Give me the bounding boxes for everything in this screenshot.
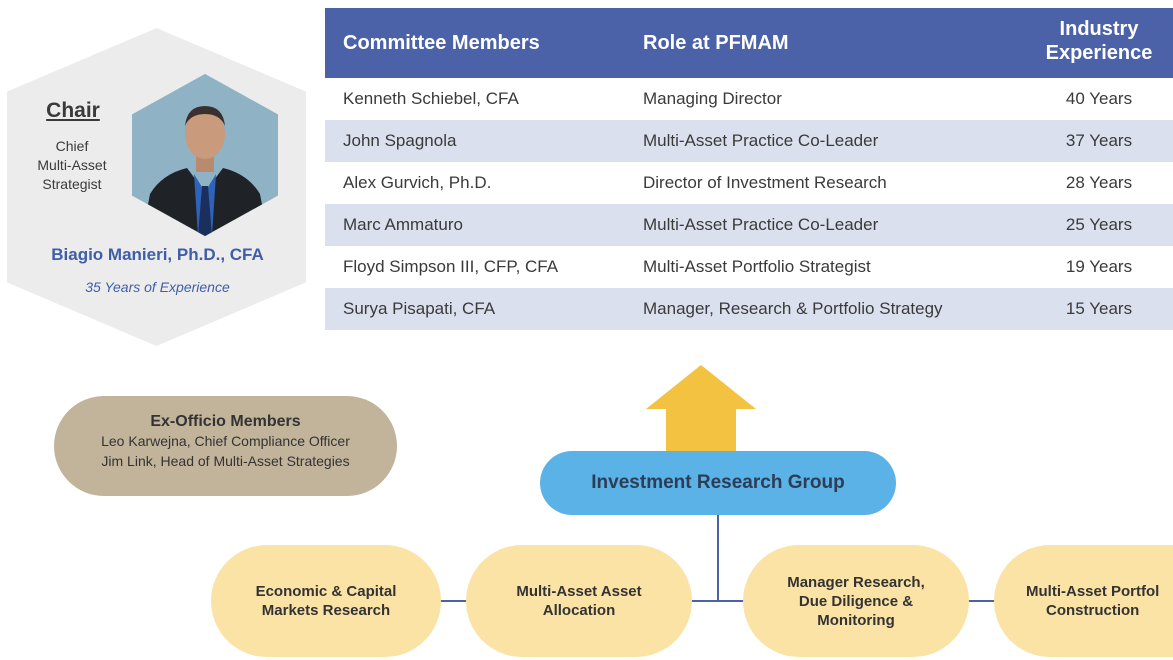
member-role: Managing Director	[643, 89, 782, 108]
member-name: Floyd Simpson III, CFP, CFA	[343, 257, 559, 276]
member-name: Alex Gurvich, Ph.D.	[343, 173, 492, 192]
member-experience: 15 Years	[1065, 299, 1133, 318]
function-manager-research: Manager Research, Due Diligence & Monito…	[743, 545, 969, 657]
header-role: Role at PFMAM	[643, 32, 789, 54]
member-experience: 19 Years	[1065, 257, 1133, 276]
table-row: John Spagnola Multi-Asset Practice Co-Le…	[325, 120, 1173, 162]
member-experience: 25 Years	[1065, 215, 1133, 234]
function-label-line: Due Diligence &	[798, 592, 914, 610]
ex-officio-member: Leo Karwejna, Chief Compliance Officer	[101, 433, 350, 449]
chair-role-line: Strategist	[42, 176, 102, 192]
up-arrow-icon	[646, 365, 756, 453]
table-row: Surya Pisapati, CFA Manager, Research & …	[325, 288, 1173, 330]
member-name: John Spagnola	[343, 131, 457, 150]
ex-officio-box: Ex-Officio Members Leo Karwejna, Chief C…	[54, 396, 397, 496]
connector-horizontal	[660, 600, 760, 602]
member-role: Multi-Asset Practice Co-Leader	[643, 131, 879, 150]
member-experience: 37 Years	[1065, 131, 1133, 150]
member-experience: 40 Years	[1065, 89, 1133, 108]
connector-vertical	[717, 515, 719, 602]
member-role: Director of Investment Research	[643, 173, 887, 192]
chair-role-line: Multi-Asset	[37, 157, 107, 173]
chair-experience: 35 Years of Experience	[85, 279, 230, 295]
table-header: Committee Members Role at PFMAM Industry…	[325, 8, 1173, 78]
table-row: Alex Gurvich, Ph.D. Director of Investme…	[325, 162, 1173, 204]
table-row: Marc Ammaturo Multi-Asset Practice Co-Le…	[325, 204, 1173, 246]
function-asset-allocation: Multi-Asset Asset Allocation	[466, 545, 692, 657]
member-name: Kenneth Schiebel, CFA	[343, 89, 519, 108]
chair-heading: Chair	[46, 99, 100, 122]
header-experience-line: Experience	[1045, 42, 1153, 64]
function-label-line: Construction	[1046, 602, 1140, 619]
ex-officio-title: Ex-Officio Members	[150, 413, 301, 430]
table-row: Floyd Simpson III, CFP, CFA Multi-Asset …	[325, 246, 1173, 288]
chair-name: Biagio Manieri, Ph.D., CFA	[51, 245, 264, 264]
function-label-line: Economic & Capital	[255, 583, 397, 600]
investment-research-group: Investment Research Group	[540, 451, 896, 515]
chair-role-line: Chief	[55, 138, 89, 154]
connector-horizontal	[950, 600, 1010, 602]
function-portfolio-construction: Multi-Asset Portfol Construction	[994, 545, 1173, 657]
committee-table: Committee Members Role at PFMAM Industry…	[325, 8, 1173, 330]
member-role: Multi-Asset Practice Co-Leader	[643, 215, 879, 234]
header-experience-line: Industry	[1059, 18, 1139, 40]
member-experience: 28 Years	[1065, 173, 1133, 192]
function-label-line: Multi-Asset Asset	[516, 583, 642, 600]
ex-officio-member: Jim Link, Head of Multi-Asset Strategies	[101, 453, 350, 469]
header-members: Committee Members	[343, 32, 540, 54]
member-role: Multi-Asset Portfolio Strategist	[643, 257, 871, 276]
table-row: Kenneth Schiebel, CFA Managing Director …	[325, 78, 1173, 120]
connector-horizontal	[420, 600, 490, 602]
function-economic-research: Economic & Capital Markets Research	[211, 545, 441, 657]
member-name: Surya Pisapati, CFA	[343, 299, 496, 318]
member-role: Manager, Research & Portfolio Strategy	[643, 299, 943, 318]
function-label-line: Allocation	[542, 602, 616, 619]
header-experience: Industry Experience	[1025, 17, 1173, 65]
function-label-line: Multi-Asset Portfol	[1026, 583, 1160, 600]
chair-role: Chief Multi-Asset Strategist	[22, 137, 122, 194]
function-label-line: Monitoring	[817, 611, 895, 629]
function-label-line: Manager Research,	[787, 573, 925, 591]
member-name: Marc Ammaturo	[343, 215, 463, 234]
function-label-line: Markets Research	[261, 602, 391, 619]
